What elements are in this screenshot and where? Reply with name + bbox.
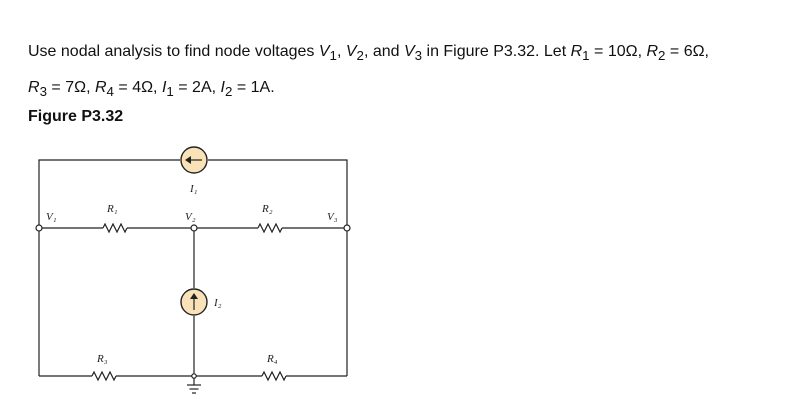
resistor-r4 [261, 370, 287, 382]
var-r2-sub: 2 [658, 48, 666, 64]
var-r3-sub: 3 [39, 84, 47, 100]
label-r3: R₃ [96, 353, 108, 365]
figure-caption: Figure P3.32 [28, 108, 124, 125]
node-v2 [190, 224, 198, 232]
separator: , [336, 43, 346, 60]
var-r4: R [94, 79, 107, 97]
label-r1: R₁ [106, 203, 118, 215]
label-v2: V₂ [185, 211, 196, 223]
resistor-r2 [257, 222, 283, 234]
label-r4: R₄ [266, 353, 278, 365]
problem-line-1: Use nodal analysis to find node voltages… [28, 43, 709, 64]
problem-text-lead: Use nodal analysis to find node voltages [28, 43, 319, 60]
var-r1-sub: 1 [582, 48, 590, 64]
value-i2: = 1A. [232, 79, 275, 97]
separator: , and [363, 43, 404, 60]
resistor-r1 [102, 222, 128, 234]
value-r3: = 7Ω, [46, 79, 95, 97]
node-v3 [343, 224, 351, 232]
arrowhead-left-icon [185, 156, 191, 164]
label-i1: I₁ [189, 183, 198, 195]
value-i1: = 2A, [173, 79, 221, 97]
var-v3: V [403, 43, 415, 60]
wire-top-left [38, 159, 180, 228]
var-v3-sub: 3 [414, 48, 423, 64]
var-v1-sub: 1 [329, 48, 337, 64]
var-r3: R [28, 79, 40, 97]
label-v1: V₁ [46, 211, 57, 223]
node-ground [191, 373, 197, 379]
label-i2: I₂ [213, 297, 222, 309]
var-v2: V [345, 43, 357, 60]
wire-top-right [208, 159, 348, 228]
var-r4-sub: 4 [106, 84, 114, 100]
value-r4: = 4Ω, [113, 79, 162, 97]
problem-line-2: R3 = 7Ω, R4 = 4Ω, I1 = 2A, I2 = 1A. [28, 79, 275, 100]
problem-statement: Use nodal analysis to find node voltages… [28, 36, 788, 108]
label-r2: R₂ [261, 203, 273, 215]
problem-text-mid: in Figure P3.32. Let [422, 43, 571, 60]
arrowhead-up-icon [190, 293, 198, 299]
var-r2: R [646, 43, 659, 60]
node-v1 [35, 224, 43, 232]
var-v1: V [318, 43, 330, 60]
value-r1: = 10Ω, [589, 43, 647, 60]
var-r1: R [570, 43, 583, 60]
var-i2-sub: 2 [224, 84, 233, 100]
var-i1: I [161, 79, 167, 97]
label-v3: V₃ [327, 211, 338, 223]
value-r2: = 6Ω, [665, 43, 709, 60]
resistor-r3 [91, 370, 117, 382]
var-v2-sub: 2 [356, 48, 364, 64]
var-i1-sub: 1 [166, 84, 174, 100]
var-i2: I [220, 79, 225, 97]
